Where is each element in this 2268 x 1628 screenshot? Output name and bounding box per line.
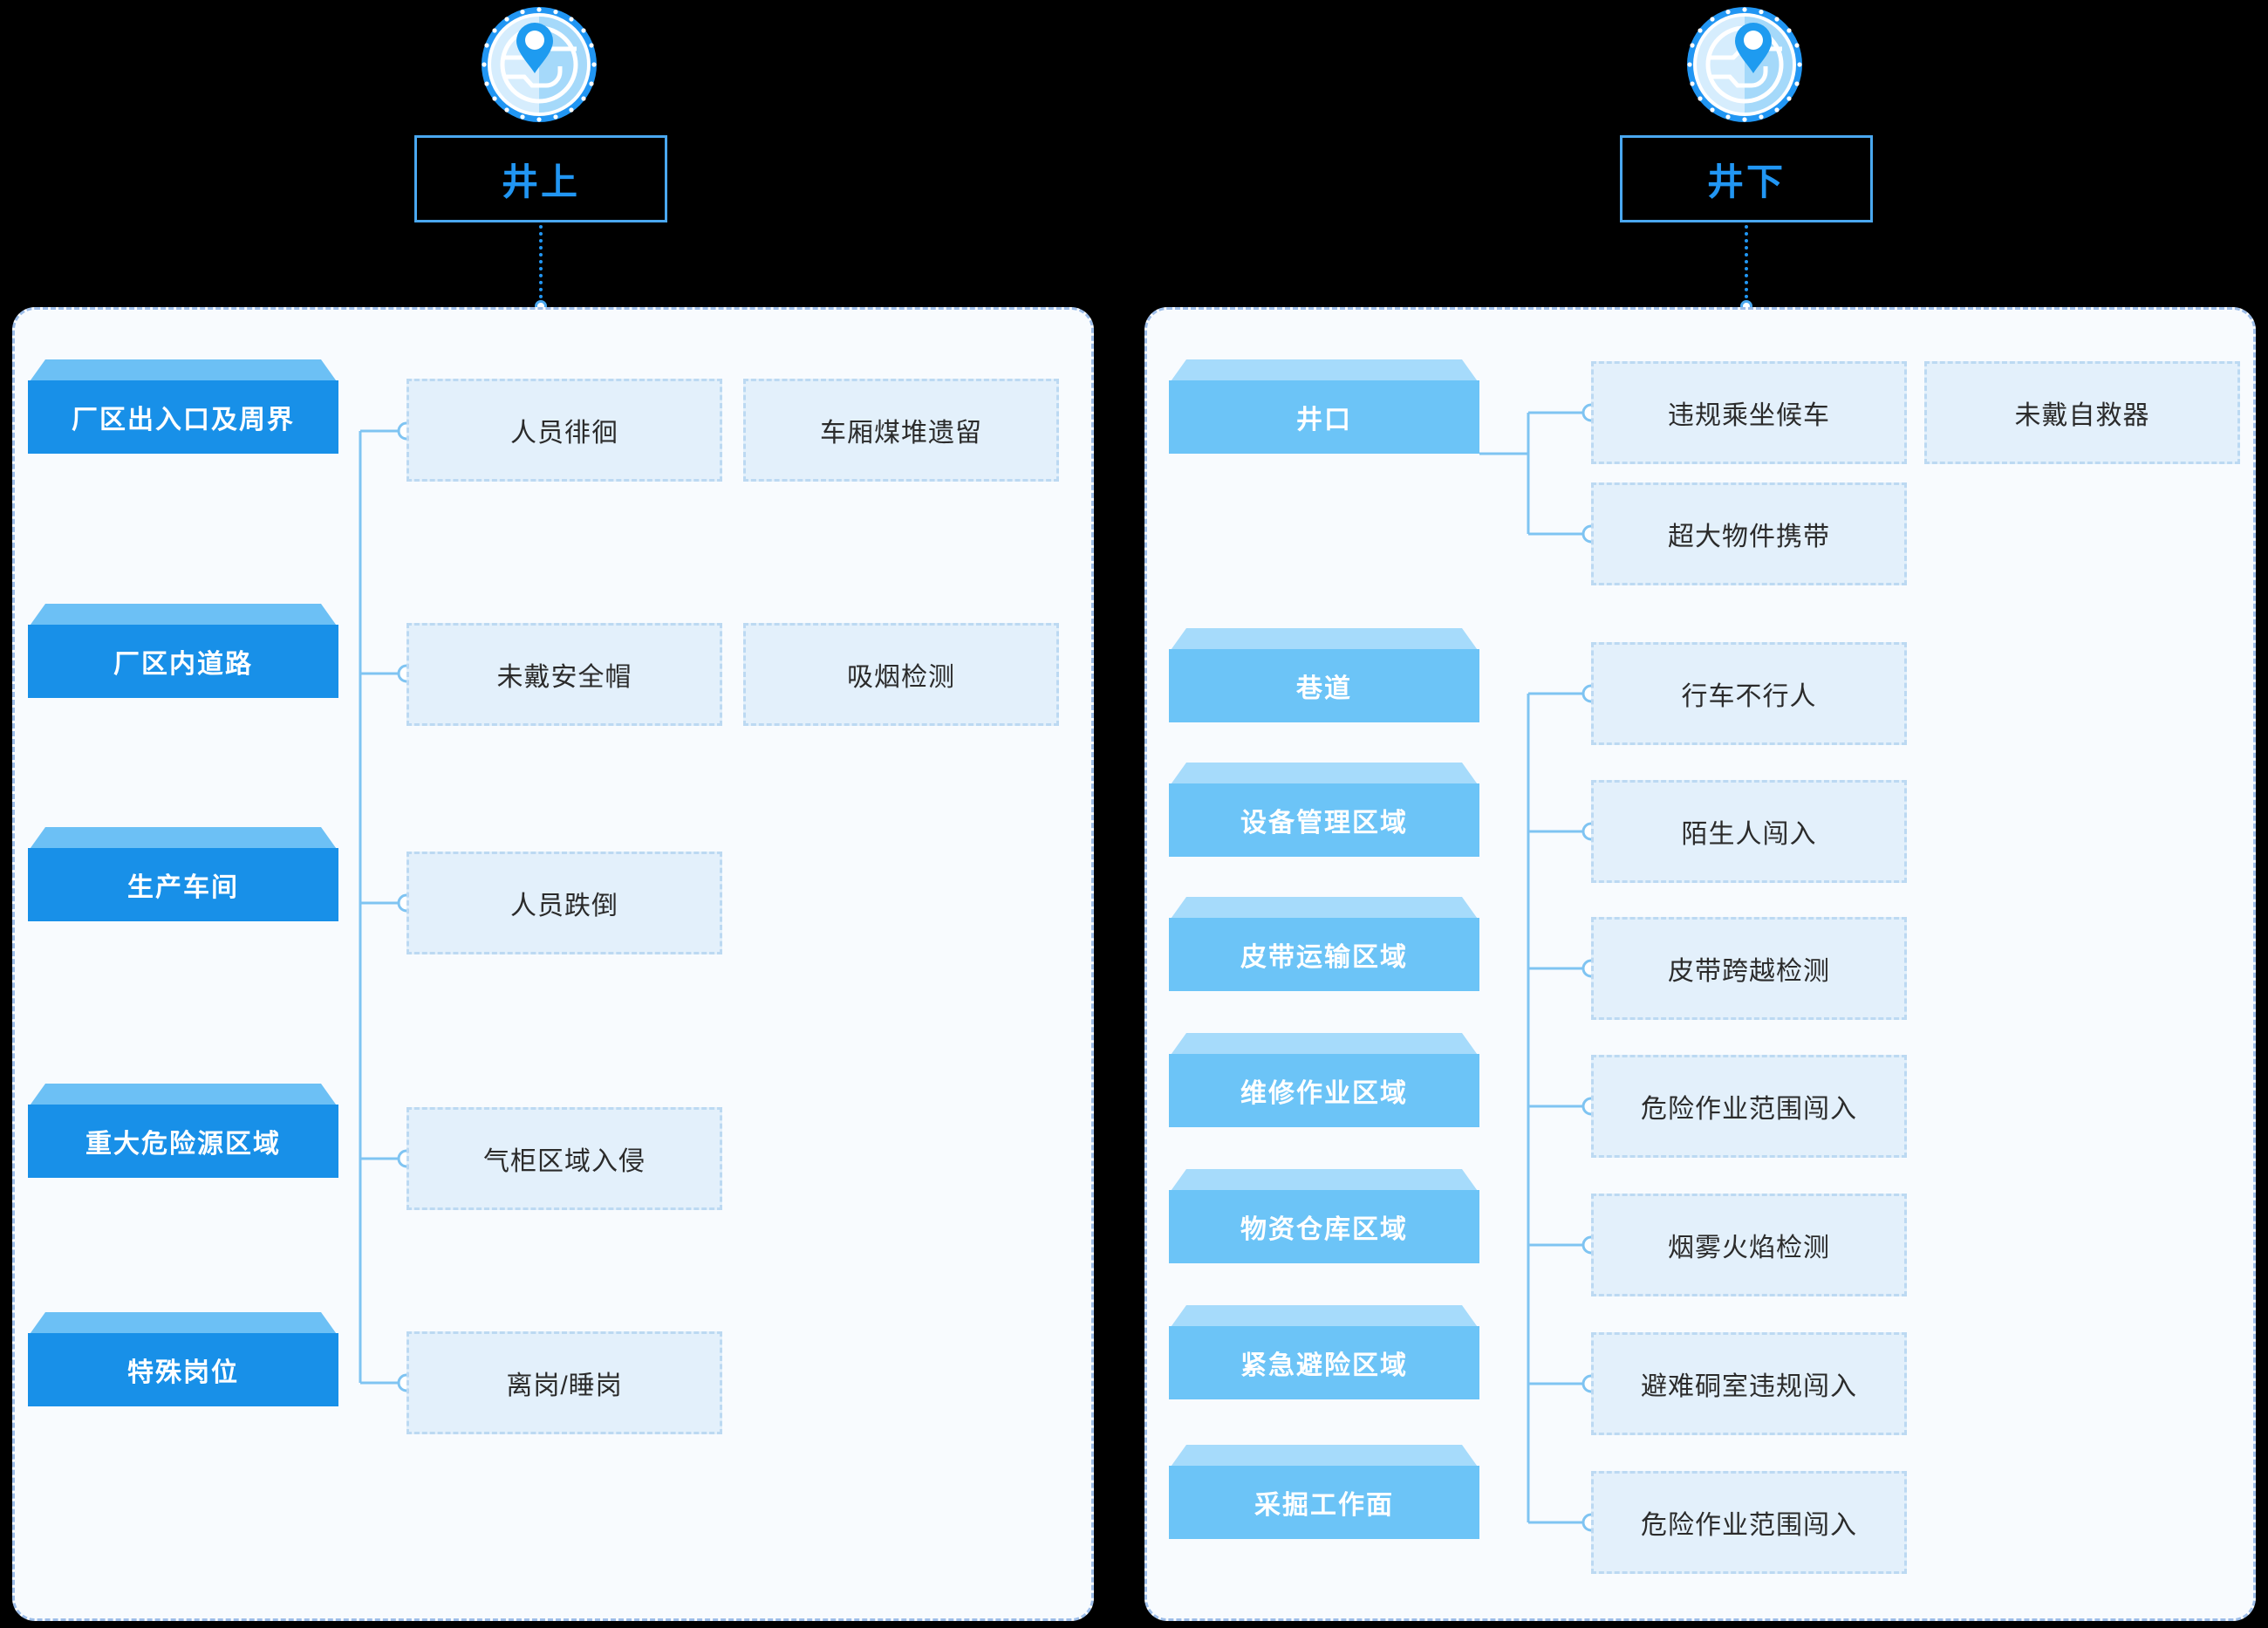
- cube-face: 采掘工作面: [1169, 1466, 1479, 1539]
- detect-item-label: 吸烟检测: [847, 663, 955, 692]
- region-box-0[interactable]: 井口: [1169, 359, 1479, 454]
- cube-face: 重大危险源区域: [28, 1105, 338, 1178]
- cube-face: 井口: [1169, 380, 1479, 454]
- cube-face: 皮带运输区域: [1169, 918, 1479, 991]
- region-box-0[interactable]: 厂区出入口及周界: [28, 359, 338, 454]
- region-label: 维修作业区域: [1240, 1079, 1408, 1108]
- panel-title-under-ground: 井下: [1620, 135, 1873, 222]
- detect-item-label: 行车不行人: [1681, 682, 1817, 711]
- detect-item[interactable]: 未戴安全帽: [406, 623, 722, 726]
- region-box-3[interactable]: 重大危险源区域: [28, 1084, 338, 1178]
- detect-item-label: 车厢煤堆遗留: [820, 419, 982, 448]
- detect-item-label: 离岗/睡岗: [506, 1371, 623, 1400]
- detect-item-label: 陌生人闯入: [1681, 820, 1817, 849]
- detect-item-label: 危险作业范围闯入: [1641, 1511, 1857, 1540]
- detect-item[interactable]: 行车不行人: [1591, 642, 1907, 745]
- cube-top-bevel: [28, 1312, 338, 1337]
- region-box-2[interactable]: 生产车间: [28, 827, 338, 921]
- detect-item-label: 人员跌倒: [510, 892, 618, 920]
- region-label: 巷道: [1296, 674, 1352, 703]
- region-label: 采掘工作面: [1254, 1491, 1394, 1520]
- detect-item-label: 皮带跨越检测: [1668, 957, 1830, 986]
- region-label: 厂区出入口及周界: [72, 406, 295, 434]
- detect-item[interactable]: 未戴自救器: [1924, 361, 2240, 464]
- cube-top-bevel: [1169, 763, 1479, 787]
- cube-top-bevel: [28, 359, 338, 384]
- detect-item-label: 人员徘徊: [510, 419, 618, 448]
- detect-item[interactable]: 避难硐室违规闯入: [1591, 1332, 1907, 1435]
- cube-face: 厂区出入口及周界: [28, 380, 338, 454]
- cube-top-bevel: [1169, 1033, 1479, 1057]
- detect-item-label: 烟雾火焰检测: [1668, 1234, 1830, 1262]
- detect-item[interactable]: 气柜区域入侵: [406, 1107, 722, 1210]
- cube-top-bevel: [28, 604, 338, 628]
- region-label: 物资仓库区域: [1240, 1215, 1408, 1244]
- map-pin-globe-icon-left: [478, 3, 600, 126]
- detect-item[interactable]: 吸烟检测: [743, 623, 1059, 726]
- cube-top-bevel: [1169, 1305, 1479, 1330]
- region-box-4[interactable]: 特殊岗位: [28, 1312, 338, 1406]
- cube-face: 特殊岗位: [28, 1333, 338, 1406]
- panel-title-above-ground: 井上: [414, 135, 667, 222]
- cube-face: 物资仓库区域: [1169, 1190, 1479, 1263]
- region-box-1[interactable]: 厂区内道路: [28, 604, 338, 698]
- detect-item[interactable]: 人员徘徊: [406, 379, 722, 482]
- cube-face: 维修作业区域: [1169, 1054, 1479, 1127]
- cube-face: 紧急避险区域: [1169, 1326, 1479, 1399]
- cube-top-bevel: [1169, 359, 1479, 384]
- region-box-4[interactable]: 维修作业区域: [1169, 1033, 1479, 1127]
- detect-item[interactable]: 危险作业范围闯入: [1591, 1471, 1907, 1574]
- detect-item-label: 违规乘坐候车: [1668, 401, 1830, 430]
- detect-item[interactable]: 离岗/睡岗: [406, 1331, 722, 1434]
- cube-top-bevel: [28, 827, 338, 852]
- panel-title-text: 井下: [1706, 161, 1786, 202]
- detect-item[interactable]: 违规乘坐候车: [1591, 361, 1907, 464]
- region-label: 紧急避险区域: [1240, 1351, 1408, 1380]
- region-box-6[interactable]: 紧急避险区域: [1169, 1305, 1479, 1399]
- cube-top-bevel: [1169, 1169, 1479, 1194]
- region-label: 皮带运输区域: [1240, 943, 1408, 972]
- cube-top-bevel: [1169, 1445, 1479, 1469]
- cube-face: 厂区内道路: [28, 625, 338, 698]
- cube-top-bevel: [1169, 897, 1479, 921]
- detect-item-label: 超大物件携带: [1668, 523, 1830, 551]
- detect-item[interactable]: 陌生人闯入: [1591, 780, 1907, 883]
- detect-item-label: 气柜区域入侵: [483, 1147, 646, 1176]
- detect-item-label: 避难硐室违规闯入: [1641, 1372, 1857, 1401]
- title-stem-right: [1745, 225, 1748, 305]
- detect-item[interactable]: 烟雾火焰检测: [1591, 1194, 1907, 1296]
- cube-face: 生产车间: [28, 848, 338, 921]
- detect-item-label: 危险作业范围闯入: [1641, 1095, 1857, 1124]
- title-stem-left: [539, 225, 543, 305]
- detect-item[interactable]: 车厢煤堆遗留: [743, 379, 1059, 482]
- region-label: 重大危险源区域: [85, 1130, 281, 1159]
- region-label: 厂区内道路: [113, 650, 253, 679]
- detect-item-label: 未戴自救器: [2014, 401, 2150, 430]
- region-label: 特殊岗位: [127, 1358, 239, 1387]
- detect-item[interactable]: 超大物件携带: [1591, 482, 1907, 585]
- region-box-5[interactable]: 物资仓库区域: [1169, 1169, 1479, 1263]
- region-box-7[interactable]: 采掘工作面: [1169, 1445, 1479, 1539]
- cube-face: 设备管理区域: [1169, 783, 1479, 857]
- cube-face: 巷道: [1169, 649, 1479, 722]
- detect-item-label: 未戴安全帽: [496, 663, 632, 692]
- map-pin-globe-icon-right: [1684, 3, 1806, 126]
- detect-item[interactable]: 人员跌倒: [406, 852, 722, 954]
- cube-top-bevel: [1169, 628, 1479, 653]
- cube-top-bevel: [28, 1084, 338, 1108]
- region-label: 井口: [1296, 406, 1352, 434]
- region-label: 设备管理区域: [1240, 809, 1408, 838]
- detect-item[interactable]: 危险作业范围闯入: [1591, 1055, 1907, 1158]
- region-box-1[interactable]: 巷道: [1169, 628, 1479, 722]
- region-box-3[interactable]: 皮带运输区域: [1169, 897, 1479, 991]
- region-box-2[interactable]: 设备管理区域: [1169, 763, 1479, 857]
- region-label: 生产车间: [127, 873, 239, 902]
- detect-item[interactable]: 皮带跨越检测: [1591, 917, 1907, 1020]
- panel-title-text: 井上: [501, 161, 580, 202]
